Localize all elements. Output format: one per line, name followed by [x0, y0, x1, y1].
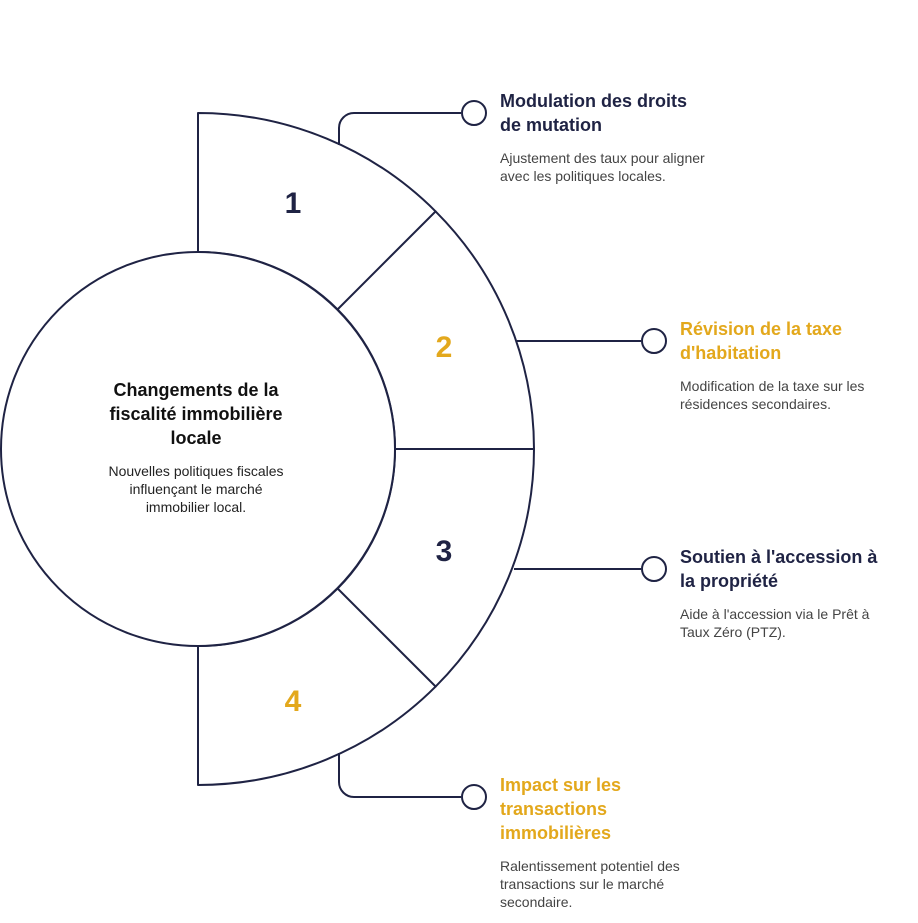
connector-4 [338, 753, 461, 798]
connector-3-dot [641, 556, 667, 582]
center-circle [0, 251, 396, 647]
item-2-title: Révision de la taxe d'habitation [680, 319, 843, 363]
item-1-description: Ajustement des taux pour aligner avec le… [500, 150, 705, 184]
center-description: Nouvelles politiques fiscales influençan… [108, 463, 284, 515]
item-3: Soutien à l'accession à la propriété Aid… [680, 545, 885, 641]
item-3-description: Aide à l'accession via le Prêt à Taux Zé… [680, 606, 870, 640]
connector-2-dot [641, 328, 667, 354]
item-4-title: Impact sur les transactions immobilières [500, 775, 622, 843]
connector-1-dot [461, 100, 487, 126]
item-2: Révision de la taxe d'habitation Modific… [680, 317, 890, 413]
connector-4-dot [461, 784, 487, 810]
item-1-title: Modulation des droits de mutation [500, 91, 687, 135]
item-1: Modulation des droits de mutation Ajuste… [500, 89, 705, 185]
segment-2-number: 2 [436, 331, 453, 364]
item-3-title: Soutien à l'accession à la propriété [680, 547, 878, 591]
segment-1-number: 1 [285, 187, 302, 220]
segment-4-number: 4 [285, 685, 302, 718]
center-content: Changements de la fiscalité immobilière … [100, 378, 292, 516]
item-4: Impact sur les transactions immobilières… [500, 773, 700, 911]
item-4-description: Ralentissement potentiel des transaction… [500, 858, 680, 910]
segment-3-number: 3 [436, 535, 453, 568]
item-2-description: Modification de la taxe sur les résidenc… [680, 378, 865, 412]
connector-1 [338, 112, 461, 145]
center-title: Changements de la fiscalité immobilière … [109, 380, 283, 448]
